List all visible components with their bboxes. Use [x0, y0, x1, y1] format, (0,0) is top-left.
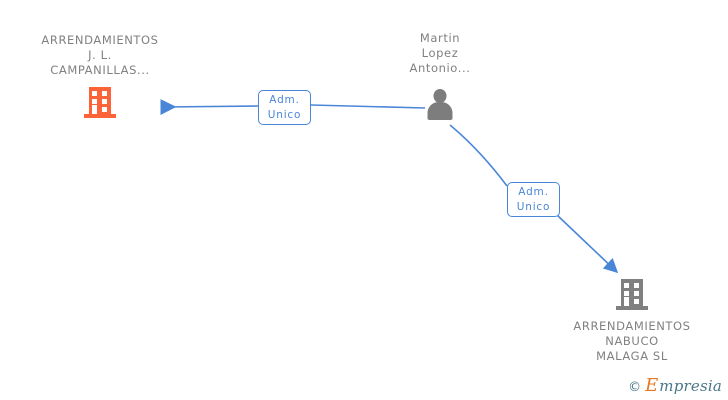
- copyright-symbol: ©: [628, 380, 642, 395]
- building-window: [92, 99, 97, 104]
- person-icon[interactable]: [423, 88, 457, 120]
- building-door: [92, 105, 97, 114]
- edge-line-person-to-chip-right: [449, 124, 508, 187]
- edge-line-chip-to-company-right: [556, 214, 619, 274]
- edge-label-line-1: Adm.: [269, 94, 300, 106]
- building-door: [624, 297, 629, 306]
- edge-line-chip-to-company-left: [160, 99, 259, 116]
- building-window: [634, 291, 639, 296]
- node-company-left-label-line-3: CAMPANILLAS...: [50, 63, 150, 77]
- building-window: [624, 291, 629, 296]
- node-company-left-label-line-2: J. L.: [88, 48, 112, 62]
- building-window: [102, 99, 107, 104]
- brand-initial: E: [645, 375, 659, 396]
- node-person-center-label-line-1: Martin: [419, 31, 461, 45]
- building-window: [634, 283, 639, 288]
- edge-label-line-2: Unico: [267, 109, 302, 121]
- node-company-left[interactable]: ARRENDAMIENTOS J. L. CAMPANILLAS...: [20, 33, 180, 119]
- node-person-center-label: Martin Lopez Antonio...: [388, 31, 492, 76]
- building-icon[interactable]: [83, 85, 117, 119]
- building-icon[interactable]: [615, 277, 649, 311]
- building-base: [84, 114, 116, 118]
- watermark-empresia: © E mpresia: [628, 375, 722, 396]
- edge-label-adm-unico-left[interactable]: Adm. Unico: [258, 90, 311, 125]
- node-company-right[interactable]: ARRENDAMIENTOS NABUCO MALAGA SL: [552, 277, 712, 364]
- node-company-right-label-line-3: MALAGA SL: [596, 349, 668, 363]
- edge-label-line-1: Adm.: [518, 186, 549, 198]
- node-company-left-label-line-1: ARRENDAMIENTOS: [41, 33, 159, 47]
- node-company-right-label-line-2: NABUCO: [605, 334, 659, 348]
- edge-line-person-to-chip-left: [310, 104, 426, 109]
- building-window: [634, 299, 639, 304]
- person-body: [427, 102, 453, 120]
- node-person-center-label-line-2: Lopez: [421, 46, 459, 60]
- node-company-right-label-line-1: ARRENDAMIENTOS: [573, 319, 691, 333]
- node-company-right-label: ARRENDAMIENTOS NABUCO MALAGA SL: [552, 319, 712, 364]
- building-window: [92, 91, 97, 96]
- person-head: [433, 89, 447, 103]
- node-person-center[interactable]: Martin Lopez Antonio...: [388, 31, 492, 120]
- building-base: [616, 306, 648, 310]
- node-company-left-label: ARRENDAMIENTOS J. L. CAMPANILLAS...: [20, 33, 180, 78]
- building-window: [624, 283, 629, 288]
- edge-label-line-2: Unico: [516, 201, 551, 213]
- brand-name: mpresia: [659, 377, 722, 395]
- node-person-center-label-line-3: Antonio...: [409, 61, 471, 75]
- building-window: [102, 91, 107, 96]
- building-window: [102, 107, 107, 112]
- edge-label-adm-unico-right[interactable]: Adm. Unico: [507, 182, 560, 217]
